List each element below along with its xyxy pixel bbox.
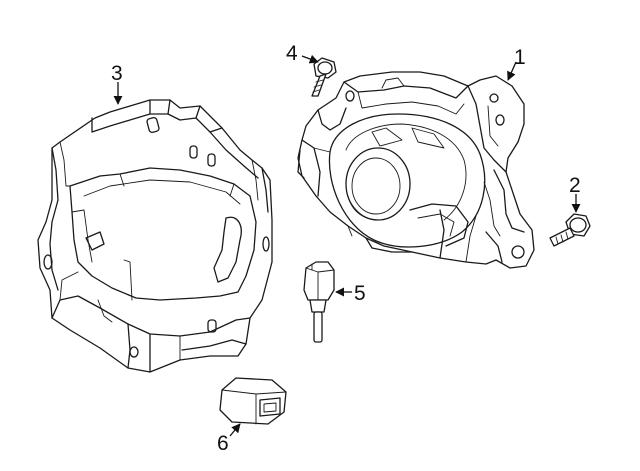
- callout-5: 5: [354, 282, 366, 305]
- callout-3: 3: [111, 62, 123, 85]
- bolt-upper: [311, 57, 337, 97]
- leader-1: [507, 61, 517, 81]
- mounting-bracket: [37, 99, 273, 373]
- leader-4: [301, 54, 319, 64]
- callout-1: 1: [514, 46, 526, 69]
- fog-lamp-assembly: [297, 71, 535, 269]
- callout-6: 6: [217, 432, 229, 455]
- callout-labels: 1 2 3 4 5 6: [111, 42, 581, 455]
- callout-4: 4: [286, 42, 298, 65]
- callout-2: 2: [569, 174, 581, 197]
- electrical-connector: [219, 377, 287, 425]
- leader-6: [229, 423, 241, 437]
- bolt-right: [549, 213, 591, 247]
- fog-bulb: [303, 261, 335, 343]
- leader-lines: [113, 54, 581, 437]
